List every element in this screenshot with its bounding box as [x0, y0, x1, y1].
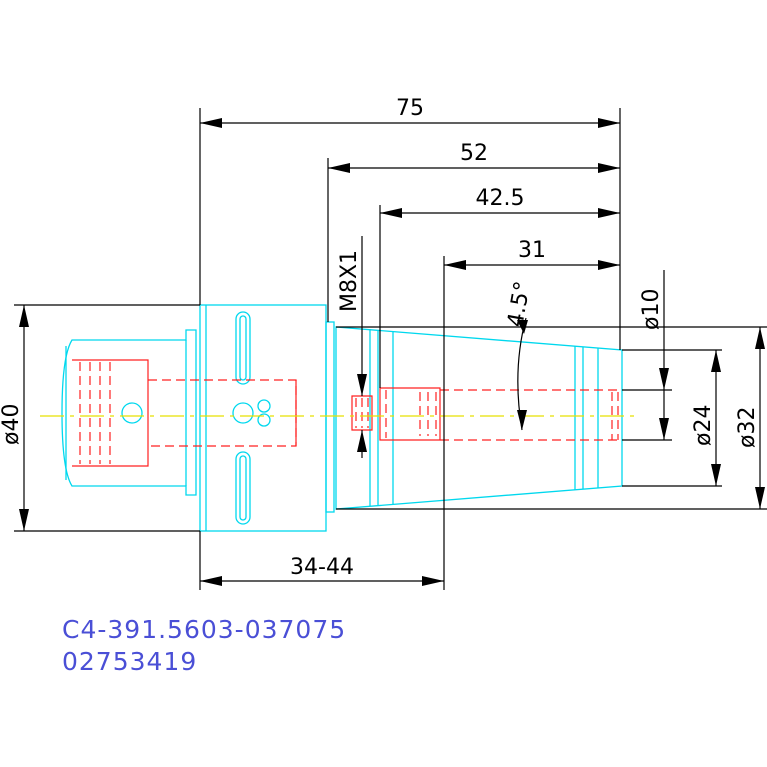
- hidden-features: [72, 359, 622, 467]
- arrow: [19, 305, 29, 327]
- arrow: [200, 118, 222, 128]
- drive-slot-bottom: [235, 451, 251, 525]
- arrow: [422, 576, 444, 586]
- flange-hole: [232, 402, 254, 424]
- drive-slot-top: [235, 311, 251, 385]
- taper-nose: [335, 326, 623, 510]
- collet-lines: [385, 390, 437, 438]
- tool-outline: [61, 304, 623, 532]
- coupling-bore-lines: [79, 362, 111, 464]
- drive-slot-bottom-inner: [239, 455, 247, 521]
- arrow: [711, 464, 721, 486]
- arrow: [200, 576, 222, 586]
- flange-hole-small-1: [257, 399, 271, 413]
- thread-bore: [351, 395, 373, 431]
- dim-42-5-text: 42.5: [476, 186, 525, 211]
- arrow: [444, 260, 466, 270]
- order-code: C4-391.5603-037075: [62, 615, 346, 644]
- dim-dia24-text: ø24: [691, 405, 716, 446]
- bore-end-lines: [611, 392, 619, 440]
- arrow: [357, 374, 367, 396]
- arrow: [659, 368, 669, 390]
- coupling-bore: [72, 359, 149, 467]
- arrow: [517, 410, 527, 430]
- dim-31-text: 31: [518, 238, 546, 263]
- arrow: [711, 350, 721, 372]
- arrow: [755, 327, 765, 349]
- dim-52-text: 52: [460, 141, 488, 166]
- arrow: [598, 118, 620, 128]
- flange-bore: [148, 379, 297, 447]
- item-number: 02753419: [62, 647, 197, 676]
- dim-angle-text: 4.5°: [503, 279, 536, 329]
- coupling-body: [61, 329, 197, 496]
- flange: [199, 304, 327, 532]
- drive-slot-top-inner: [239, 315, 247, 381]
- dim-gauge-text: 34-44: [290, 555, 354, 580]
- arrow: [357, 430, 367, 452]
- coupling-hole: [121, 402, 143, 424]
- dim-dia40-text: ø40: [0, 404, 24, 445]
- dim-dia32-text: ø32: [735, 407, 760, 448]
- thread-lines: [355, 398, 369, 428]
- dim-75-text: 75: [396, 96, 424, 121]
- neck: [325, 321, 335, 513]
- dimensions: 75 52 42.5 31 M8X1 4.5° ø10: [0, 96, 767, 590]
- arrow: [380, 208, 402, 218]
- dim-thread-text: M8X1: [337, 250, 362, 312]
- arrow: [755, 487, 765, 509]
- collet-pocket: [379, 387, 441, 441]
- arrow: [659, 418, 669, 440]
- dim-dia10-text: ø10: [639, 289, 664, 330]
- arrow: [19, 509, 29, 531]
- arrow: [598, 208, 620, 218]
- arrow: [598, 260, 620, 270]
- flange-hole-small-2: [257, 413, 271, 427]
- arrow: [328, 163, 350, 173]
- arrow: [598, 163, 620, 173]
